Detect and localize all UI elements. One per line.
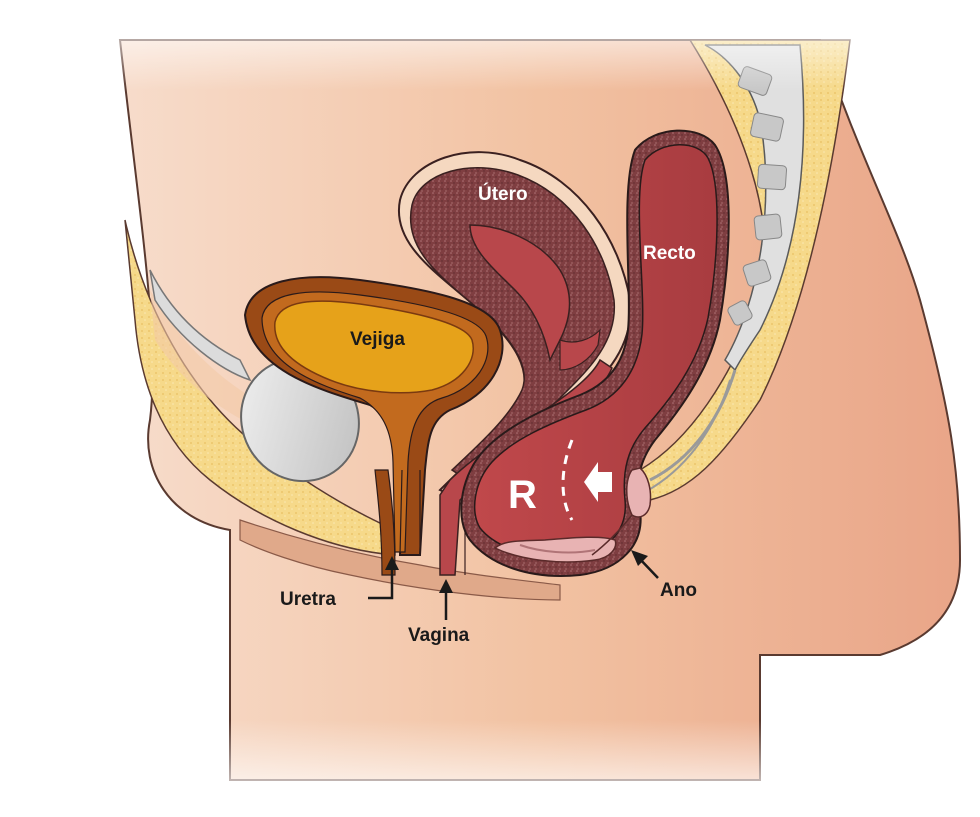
urethra-tube bbox=[374, 469, 396, 576]
uretra-pointer bbox=[368, 565, 394, 600]
uretra-arrowhead-icon bbox=[385, 556, 399, 570]
label-utero: Útero bbox=[478, 183, 528, 205]
label-uretra: Uretra bbox=[280, 589, 336, 610]
top-fade bbox=[0, 0, 980, 90]
label-vagina: Vagina bbox=[408, 625, 470, 646]
push-arrow-icon bbox=[584, 462, 612, 502]
vagina-arrowhead-icon bbox=[439, 579, 453, 593]
perineum bbox=[239, 519, 561, 601]
label-ano: Ano bbox=[660, 580, 697, 601]
anal-sphincter bbox=[493, 467, 652, 563]
bladder bbox=[243, 276, 504, 556]
ano-arrowhead-icon bbox=[631, 550, 648, 566]
arrow-heads bbox=[385, 550, 648, 593]
bottom-fade bbox=[0, 720, 980, 817]
label-recto: Recto bbox=[643, 243, 696, 264]
rectocele-indicator bbox=[561, 439, 612, 521]
label-vejiga: Vejiga bbox=[350, 329, 405, 350]
label-rectocele-R: R bbox=[508, 473, 537, 517]
